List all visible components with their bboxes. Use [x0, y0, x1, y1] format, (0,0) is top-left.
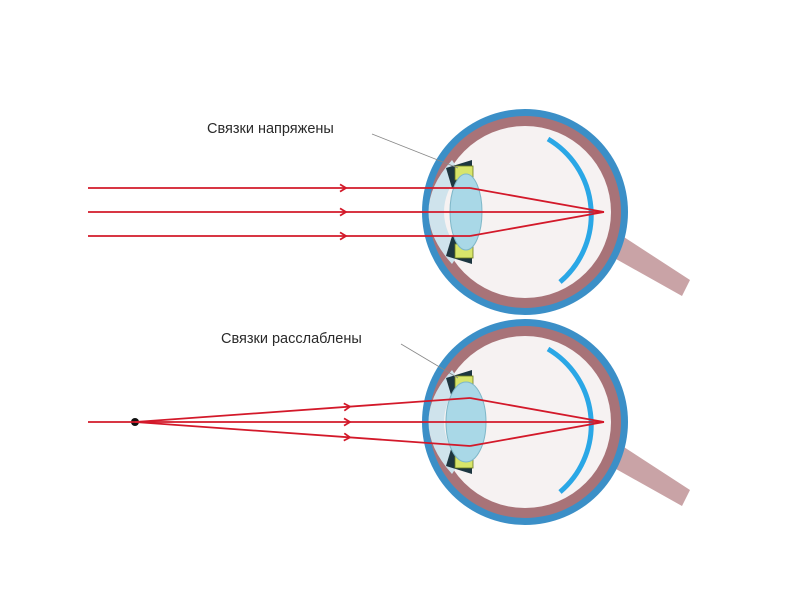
ray-refracted [469, 187, 605, 213]
ray-arrowhead [343, 417, 352, 427]
ray-refracted [469, 211, 605, 237]
light-rays-diverging [88, 397, 605, 447]
ray-refracted [469, 397, 605, 423]
ray-arrowhead [339, 207, 348, 217]
label-ligaments-relaxed: Связки расслаблены [221, 331, 362, 347]
cornea [428, 370, 460, 474]
label-pointer [371, 133, 459, 169]
label-pointer [400, 343, 459, 379]
ray-incoming [134, 421, 471, 447]
eye-diagram-ligaments-tense: Связки напряжены [88, 109, 690, 315]
ray-arrowhead [339, 231, 348, 241]
light-rays-parallel [88, 183, 605, 241]
eye-diagram-ligaments-relaxed: Связки расслаблены [88, 319, 690, 525]
ray-arrowhead [343, 432, 352, 442]
retina [546, 346, 594, 494]
ray-incoming [134, 397, 471, 423]
ray-refracted [469, 421, 605, 447]
ray-arrowhead [339, 183, 348, 193]
label-ligaments-tense: Связки напряжены [207, 121, 334, 137]
retina [546, 136, 594, 284]
cornea [428, 160, 460, 264]
ray-arrowhead [343, 402, 352, 412]
